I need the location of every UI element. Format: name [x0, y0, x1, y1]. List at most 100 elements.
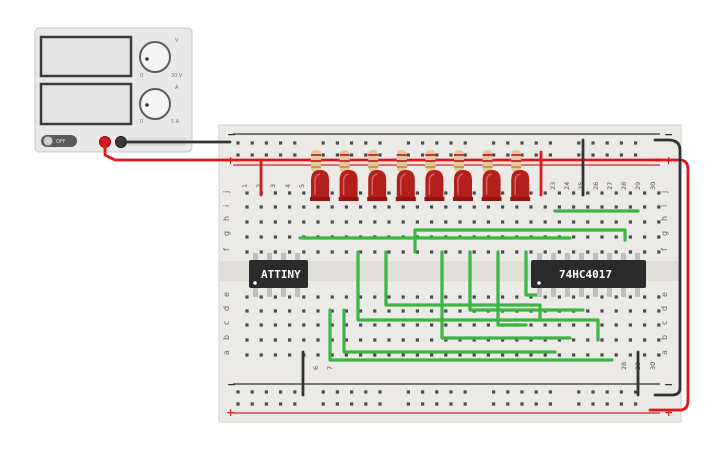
breadboard-hole[interactable]: [415, 323, 419, 327]
breadboard-hole[interactable]: [572, 353, 576, 357]
breadboard-hole[interactable]: [421, 390, 425, 394]
breadboard-hole[interactable]: [421, 402, 425, 406]
breadboard-hole[interactable]: [373, 205, 377, 209]
breadboard-hole[interactable]: [543, 191, 547, 195]
breadboard-hole[interactable]: [472, 338, 476, 342]
led[interactable]: [395, 150, 416, 201]
breadboard-hole[interactable]: [359, 205, 363, 209]
breadboard-hole[interactable]: [293, 402, 297, 406]
breadboard-hole[interactable]: [591, 153, 595, 157]
breadboard-hole[interactable]: [288, 205, 292, 209]
breadboard-hole[interactable]: [250, 153, 254, 157]
breadboard-hole[interactable]: [657, 323, 661, 327]
breadboard-hole[interactable]: [534, 153, 538, 157]
breadboard-hole[interactable]: [415, 205, 419, 209]
breadboard-hole[interactable]: [472, 295, 476, 299]
breadboard-hole[interactable]: [330, 295, 334, 299]
breadboard-hole[interactable]: [302, 191, 306, 195]
breadboard-hole[interactable]: [444, 295, 448, 299]
breadboard-hole[interactable]: [350, 153, 354, 157]
breadboard-hole[interactable]: [387, 353, 391, 357]
breadboard-hole[interactable]: [657, 353, 661, 357]
breadboard-hole[interactable]: [435, 141, 439, 145]
breadboard-hole[interactable]: [321, 390, 325, 394]
breadboard-hole[interactable]: [259, 220, 263, 224]
breadboard-hole[interactable]: [472, 323, 476, 327]
breadboard-hole[interactable]: [634, 141, 638, 145]
breadboard-hole[interactable]: [472, 220, 476, 224]
breadboard-hole[interactable]: [344, 323, 348, 327]
breadboard-hole[interactable]: [236, 390, 240, 394]
breadboard-hole[interactable]: [330, 323, 334, 327]
breadboard-hole[interactable]: [245, 323, 249, 327]
breadboard-hole[interactable]: [548, 402, 552, 406]
breadboard-hole[interactable]: [515, 353, 519, 357]
breadboard-hole[interactable]: [350, 402, 354, 406]
breadboard-hole[interactable]: [401, 353, 405, 357]
breadboard-hole[interactable]: [529, 191, 533, 195]
breadboard-hole[interactable]: [401, 250, 405, 254]
breadboard-hole[interactable]: [458, 323, 462, 327]
breadboard-hole[interactable]: [657, 205, 661, 209]
breadboard-hole[interactable]: [430, 250, 434, 254]
breadboard-hole[interactable]: [444, 191, 448, 195]
breadboard-hole[interactable]: [591, 141, 595, 145]
breadboard-hole[interactable]: [515, 220, 519, 224]
breadboard-hole[interactable]: [458, 353, 462, 357]
breadboard-hole[interactable]: [643, 309, 647, 313]
breadboard-hole[interactable]: [273, 353, 277, 357]
breadboard-hole[interactable]: [387, 250, 391, 254]
breadboard-hole[interactable]: [444, 220, 448, 224]
breadboard-hole[interactable]: [492, 141, 496, 145]
green-wire[interactable]: [342, 308, 557, 354]
breadboard-hole[interactable]: [572, 191, 576, 195]
breadboard-hole[interactable]: [614, 353, 618, 357]
breadboard-hole[interactable]: [387, 295, 391, 299]
breadboard-hole[interactable]: [628, 205, 632, 209]
breadboard-hole[interactable]: [543, 295, 547, 299]
breadboard-hole[interactable]: [463, 153, 467, 157]
breadboard-hole[interactable]: [401, 338, 405, 342]
breadboard-hole[interactable]: [430, 220, 434, 224]
breadboard-hole[interactable]: [486, 338, 490, 342]
breadboard-hole[interactable]: [463, 402, 467, 406]
breadboard-hole[interactable]: [591, 390, 595, 394]
breadboard-hole[interactable]: [458, 250, 462, 254]
breadboard-hole[interactable]: [273, 191, 277, 195]
breadboard-hole[interactable]: [330, 353, 334, 357]
breadboard-hole[interactable]: [577, 402, 581, 406]
breadboard-hole[interactable]: [415, 295, 419, 299]
breadboard-hole[interactable]: [628, 235, 632, 239]
breadboard-hole[interactable]: [288, 323, 292, 327]
breadboard-hole[interactable]: [643, 205, 647, 209]
breadboard-hole[interactable]: [373, 220, 377, 224]
led[interactable]: [367, 150, 388, 201]
breadboard-hole[interactable]: [387, 309, 391, 313]
breadboard-hole[interactable]: [250, 402, 254, 406]
breadboard-hole[interactable]: [520, 390, 524, 394]
breadboard-hole[interactable]: [350, 141, 354, 145]
led[interactable]: [338, 150, 359, 201]
breadboard-hole[interactable]: [605, 153, 609, 157]
breadboard-hole[interactable]: [506, 141, 510, 145]
breadboard-hole[interactable]: [643, 353, 647, 357]
breadboard-hole[interactable]: [515, 250, 519, 254]
breadboard-hole[interactable]: [335, 402, 339, 406]
breadboard-hole[interactable]: [430, 295, 434, 299]
breadboard-hole[interactable]: [236, 153, 240, 157]
breadboard-hole[interactable]: [600, 295, 604, 299]
breadboard-hole[interactable]: [387, 338, 391, 342]
breadboard-hole[interactable]: [435, 153, 439, 157]
breadboard-hole[interactable]: [529, 205, 533, 209]
breadboard-hole[interactable]: [335, 153, 339, 157]
breadboard-hole[interactable]: [344, 205, 348, 209]
breadboard-hole[interactable]: [600, 353, 604, 357]
breadboard-hole[interactable]: [273, 309, 277, 313]
green-wires[interactable]: [298, 209, 640, 362]
breadboard-hole[interactable]: [401, 220, 405, 224]
breadboard-hole[interactable]: [643, 191, 647, 195]
breadboard-hole[interactable]: [657, 309, 661, 313]
breadboard-hole[interactable]: [586, 205, 590, 209]
breadboard-hole[interactable]: [634, 390, 638, 394]
breadboard-hole[interactable]: [534, 402, 538, 406]
